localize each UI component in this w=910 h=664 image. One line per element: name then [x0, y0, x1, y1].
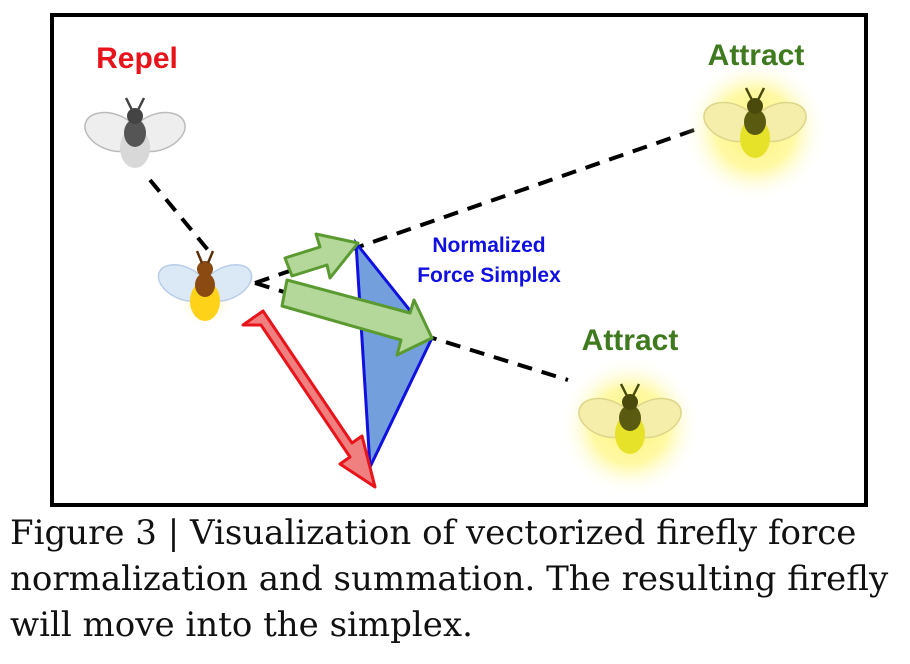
repel-line [148, 178, 210, 252]
attract-force-arrow-bottom [280, 278, 434, 357]
firefly-bright-icon [560, 356, 700, 496]
force-simplex [354, 238, 434, 473]
simplex-label-line2: Force Simplex [417, 264, 561, 287]
firefly-glowing-icon [157, 250, 253, 329]
attract-label-bottom: Attract [582, 324, 679, 357]
attract-label-top: Attract [708, 39, 805, 72]
firefly-dim-icon [84, 97, 186, 168]
attract-force-arrow-top [283, 232, 360, 280]
simplex-label-line1: Normalized [432, 234, 545, 257]
firefly-force-diagram: Repel Attract Attract Normalized Force S… [50, 13, 868, 507]
repel-force-arrow [241, 309, 377, 489]
figure-caption: Figure 3 | Visualization of vectorized f… [10, 513, 889, 645]
firefly-bright-icon [683, 58, 827, 202]
repel-label: Repel [96, 42, 178, 75]
